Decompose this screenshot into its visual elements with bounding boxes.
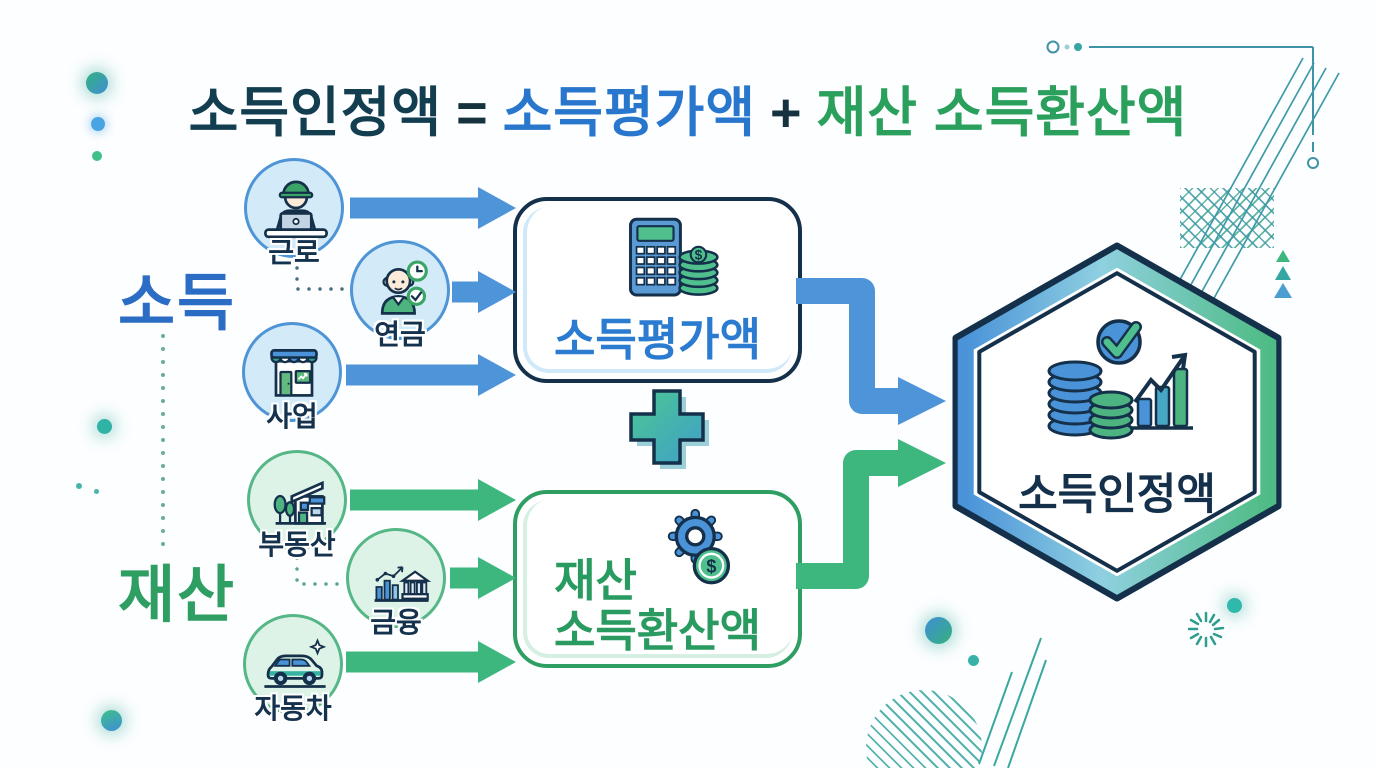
arrow-pension-to-box [452, 281, 480, 303]
hatched-circle-decor [866, 690, 982, 768]
income-item-pension: 연금 [350, 240, 450, 350]
arrow-property-to-result [796, 450, 900, 589]
sunburst-decor [1187, 611, 1225, 648]
calculator-coins-icon: $ [629, 217, 719, 297]
store-icon [270, 349, 318, 397]
page-title: 소득인정액=소득평가액+재산 소득환산액 [0, 68, 1376, 147]
group-label-property: 재산 [118, 561, 237, 630]
item-label-realestate: 부동산 [258, 529, 336, 560]
item-label-business: 사업 [266, 401, 318, 432]
arrow-worker-to-box [350, 197, 480, 219]
equals-sign: = [456, 83, 489, 143]
crosshatch-decor [1180, 188, 1274, 248]
income-evaluation-box: $ 소득평가액 [513, 197, 802, 383]
property-conversion-label-line1: 재산 [554, 555, 637, 606]
decor-dot [97, 419, 112, 434]
decor-dot [94, 489, 99, 494]
dollar-sign: $ [706, 556, 716, 576]
worker-icon [264, 180, 328, 239]
bank-chart-icon [374, 566, 432, 602]
title-term-income: 소득평가액 [502, 83, 757, 143]
arrow-realestate-to-box [350, 489, 480, 511]
item-label-pension: 연금 [374, 319, 426, 350]
coins-growth-chart-icon [1047, 319, 1193, 440]
property-item-realestate: 부동산 [247, 450, 347, 560]
item-label-finance: 금융 [370, 607, 422, 638]
arrow-business-to-box [346, 364, 480, 386]
property-conversion-label-line2: 소득환산액 [553, 605, 761, 656]
arrow-income-to-result [796, 278, 900, 414]
title-term-property: 재산 소득환산액 [816, 83, 1188, 143]
house-icon [273, 480, 326, 525]
decor-dot [76, 483, 82, 489]
decor-dot [925, 617, 952, 644]
property-item-car: 자동차 [243, 614, 343, 724]
plus-sign-symbol [629, 389, 709, 469]
decor-dot [91, 117, 105, 131]
item-label-car: 자동차 [254, 693, 332, 724]
decor-dot [101, 710, 122, 731]
result-label: 소득인정액 [1018, 471, 1216, 519]
gear-coin-icon: $ [667, 508, 731, 585]
title-term-result: 소득인정액 [188, 83, 443, 143]
plus-sign-title: + [770, 83, 803, 143]
group-label-income: 소득 [118, 269, 237, 338]
decor-dot [1227, 598, 1242, 613]
car-icon [264, 638, 327, 688]
arrow-car-to-box [346, 651, 480, 673]
dollar-sign: $ [695, 248, 703, 263]
decor-dot [86, 72, 108, 94]
property-item-finance: 금융 [346, 528, 446, 638]
income-item-worker: 근로 [244, 158, 344, 268]
income-evaluation-label: 소득평가액 [553, 314, 761, 365]
dotted-connector-income [295, 266, 346, 291]
decor-dot [92, 151, 102, 161]
property-conversion-box: 재산 $ 소득환산액 [513, 490, 802, 668]
decor-dot [968, 655, 979, 666]
item-label-worker: 근로 [268, 237, 320, 268]
pension-icon [380, 260, 428, 315]
income-item-business: 사업 [242, 322, 342, 432]
